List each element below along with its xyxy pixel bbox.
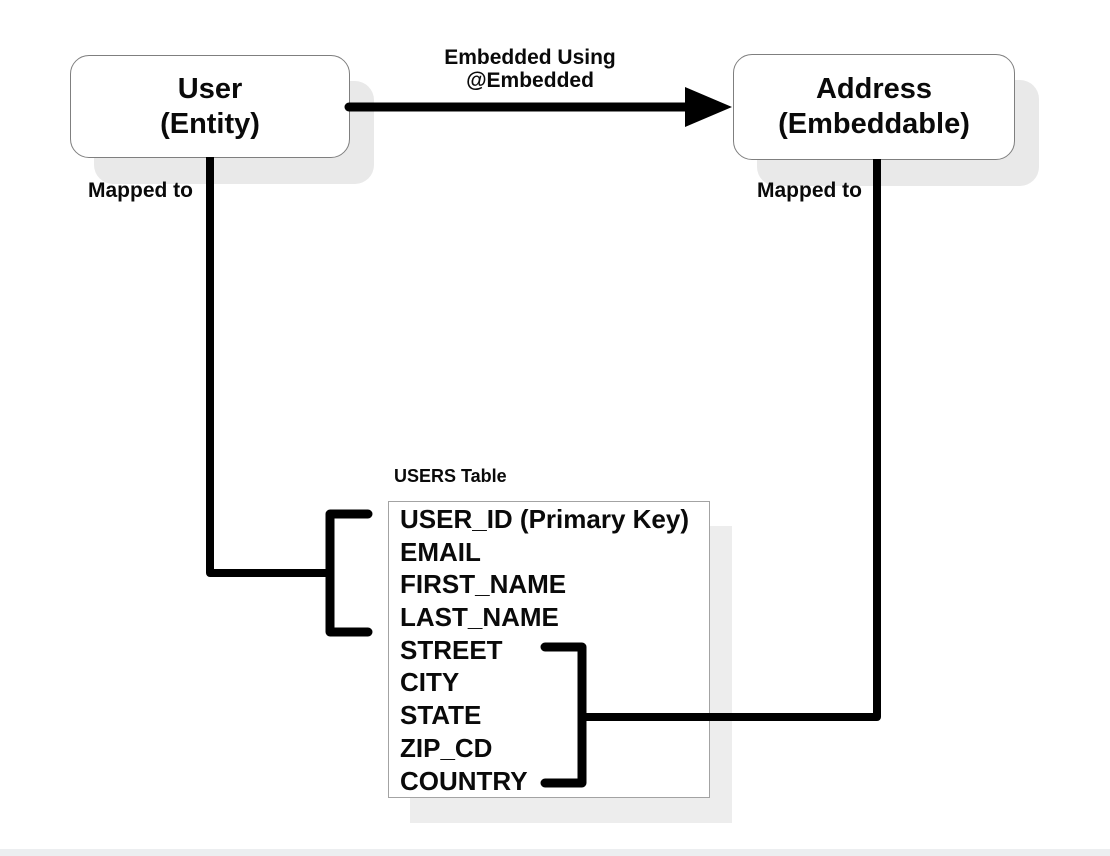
table-row-street: STREET [400,634,503,665]
bottom-band [0,849,1110,856]
user-node-title: User [177,72,243,105]
table-row-state: STATE [400,700,482,731]
embedded-using-label-line1: Embedded Using [444,46,616,69]
embedded-arrow-head-icon [685,87,732,127]
address-mapped-to-label: Mapped to [757,179,862,202]
address-embeddable-node: Address (Embeddable) [733,54,1015,160]
table-row-city: CITY [400,667,460,698]
user-entity-node: User (Entity) [70,55,350,158]
embedded-using-label-line2: @Embedded [466,69,594,92]
address-node-title: Address [815,73,933,105]
table-row-first-name: FIRST_NAME [400,569,567,600]
table-row-zip-cd: ZIP_CD [400,732,493,763]
user-mapped-to-label: Mapped to [88,179,193,202]
user-to-table-connector [206,157,330,577]
users-table: USER_ID (Primary Key) EMAIL FIRST_NAME L… [388,501,710,798]
table-row-email: EMAIL [400,536,481,567]
table-row-country: COUNTRY [400,765,528,796]
user-node-subtitle: (Entity) [160,107,260,140]
table-row-last-name: LAST_NAME [400,602,559,633]
users-table-caption: USERS Table [394,466,507,486]
table-row-user-id: USER_ID (Primary Key) [400,504,689,534]
user-rows-bracket [325,509,373,637]
address-node-subtitle: (Embeddable) [778,108,970,140]
embedded-using-label: Embedded Using @Embedded [380,46,680,92]
